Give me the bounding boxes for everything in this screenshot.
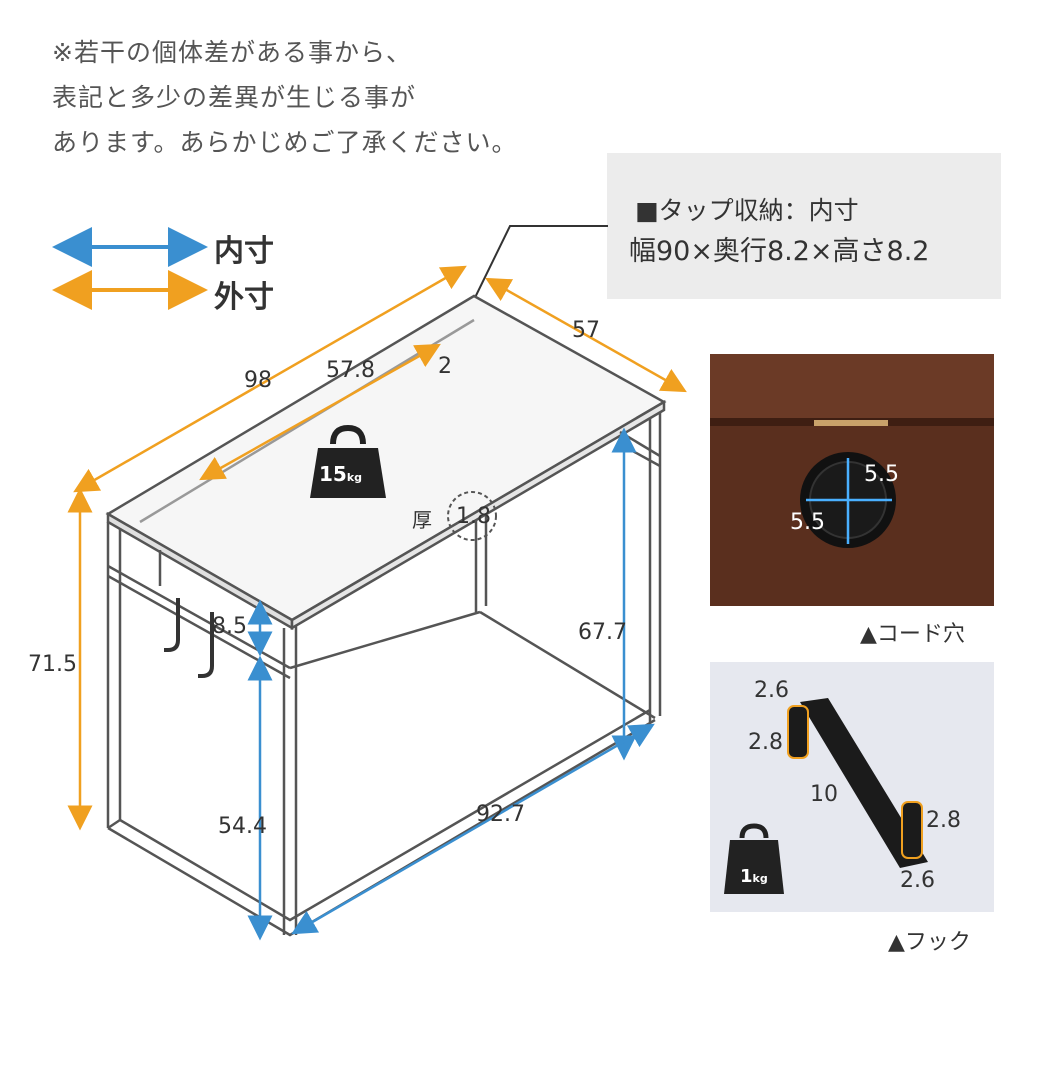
desk-frame (105, 294, 667, 937)
load-15-label: 15kg (319, 462, 363, 486)
dim-tray-length: 57.8 (326, 358, 375, 383)
legend-inner-label: 内寸 (214, 234, 274, 269)
dim-thickness: 1.8 (456, 504, 491, 529)
dim-lower-height: 54.4 (218, 814, 267, 839)
thickness-circle (447, 491, 497, 541)
note-line-3: あります。あらかじめご了承ください。 (52, 128, 518, 157)
thickness-label: 厚 (412, 508, 432, 532)
desk-hooks (164, 598, 214, 678)
dim-tray-line (199, 343, 441, 481)
hook-photo: 2.6 2.8 10 2.8 2.6 1kg (710, 662, 994, 912)
dim-depth: 57 (572, 318, 600, 343)
cord-hole-height: 5.5 (790, 510, 825, 535)
cord-hole-caption: ▲コード穴 (860, 622, 965, 647)
hook-top-depth: 2.8 (748, 730, 783, 755)
dim-height: 71.5 (28, 652, 77, 677)
dim-tray-depth: 2 (438, 354, 452, 379)
disclaimer-note: ※若干の個体差がある事から、 表記と多少の差異が生じる事が あります。あらかじめ… (52, 30, 518, 165)
hook-caption: ▲フック (888, 930, 971, 955)
dim-inner-height: 67.7 (578, 620, 627, 645)
tap-callout-line (465, 225, 608, 317)
tap-storage-box: ■タップ収納：内寸 幅90×奥行8.2×高さ8.2 (607, 153, 1001, 299)
weight-15kg-icon (310, 424, 386, 498)
hook-bottom-depth: 2.8 (926, 808, 961, 833)
dim-inner-width: 92.7 (476, 802, 525, 827)
dim-width: 98 (244, 368, 272, 393)
tap-storage-size: 幅90×奥行8.2×高さ8.2 (629, 236, 930, 267)
hook-length: 10 (810, 782, 838, 807)
dim-inner-width-line (291, 723, 655, 935)
cord-hole-width: 5.5 (864, 462, 899, 487)
hook-bottom-width: 2.6 (900, 868, 935, 893)
note-line-1: ※若干の個体差がある事から、 (52, 38, 412, 67)
hook-top-width: 2.6 (754, 678, 789, 703)
dim-depth-line (485, 277, 687, 393)
note-line-2: 表記と多少の差異が生じる事が (52, 83, 417, 112)
hook-load-label: 1kg (740, 866, 768, 887)
cord-hole-photo: 5.5 5.5 (710, 354, 994, 606)
legend-outer-label: 外寸 (214, 280, 274, 315)
dim-shelf-gap: 8.5 (212, 614, 247, 639)
tap-storage-title: ■タップ収納：内寸 (635, 196, 859, 225)
